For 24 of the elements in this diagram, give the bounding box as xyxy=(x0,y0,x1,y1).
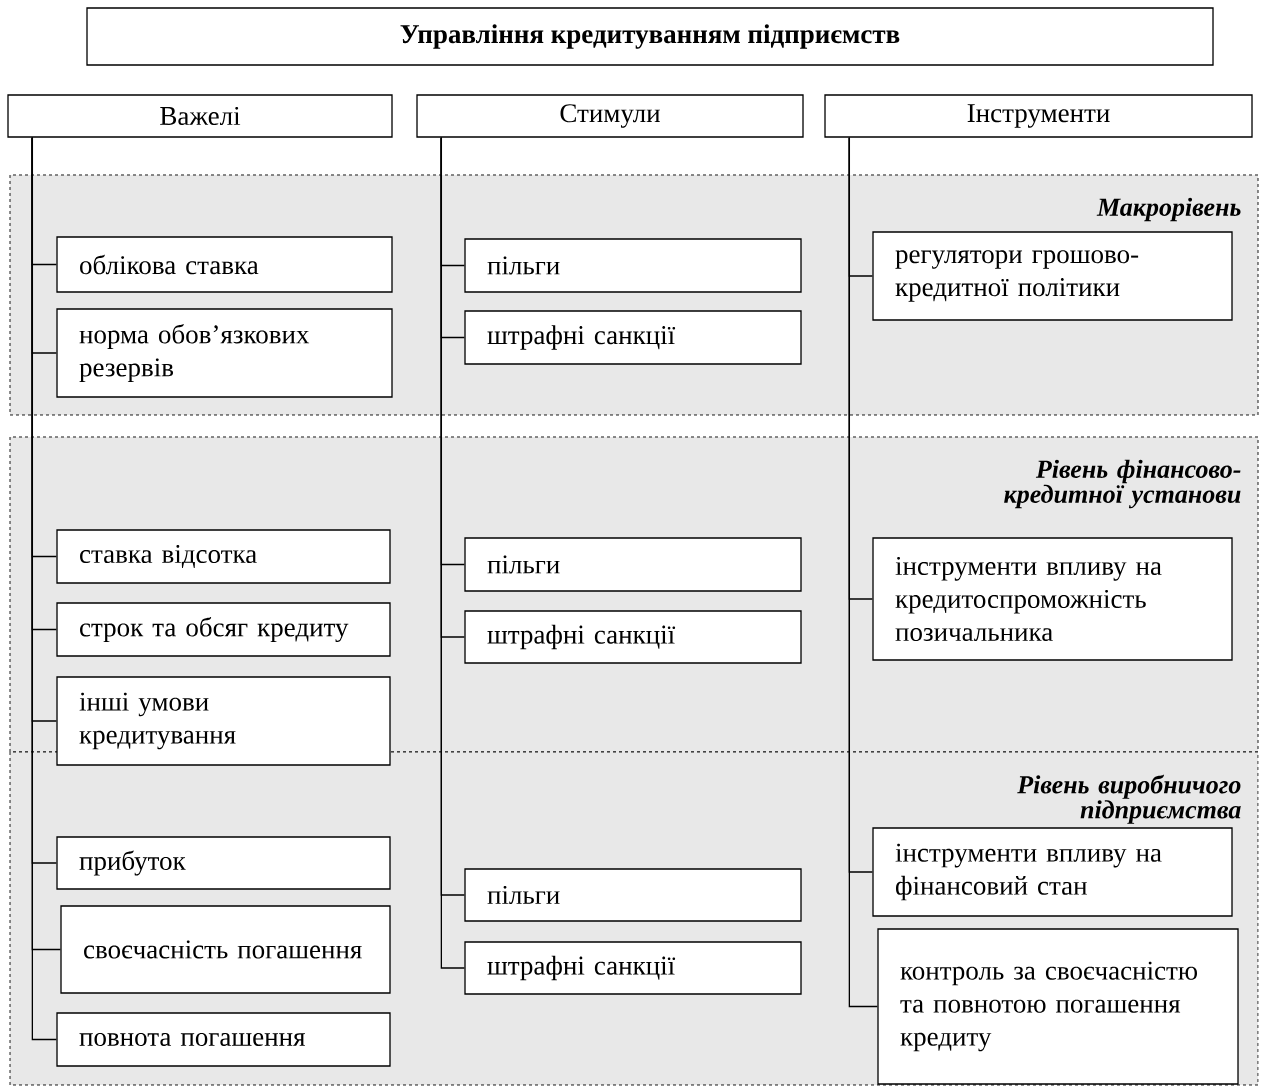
item-box: прибуток xyxy=(56,836,391,890)
item-box: інші умови кредитування xyxy=(56,676,391,766)
item-box: інструменти впливу на фінансовий стан xyxy=(872,827,1233,917)
item-box: регулятори грошово-кредитної політики xyxy=(872,231,1233,321)
category-box: Інструменти xyxy=(824,94,1253,138)
item-box: штрафні санкції xyxy=(464,610,802,664)
item-box: контроль за своєчасністю та повнотою погашення кредиту xyxy=(877,928,1239,1085)
item-box: повнота погашення xyxy=(56,1012,391,1067)
item-box: штрафні санкції xyxy=(464,310,802,365)
category-box: Важелі xyxy=(7,94,393,138)
item-box: штрафні санкції xyxy=(464,941,802,995)
item-box: ставка відсотка xyxy=(56,529,391,584)
item-box: пільги xyxy=(464,868,802,922)
connector-line xyxy=(31,137,57,1041)
item-box: облікова ставка xyxy=(56,236,393,293)
title-box: Управління кредитуванням підприємств xyxy=(86,7,1214,66)
category-box: Стимули xyxy=(416,94,804,138)
connector-line xyxy=(848,137,878,1008)
item-box: строк та обсяг кредиту xyxy=(56,602,391,657)
item-box: пільги xyxy=(464,238,802,293)
item-box: інструменти впливу на кредитоспроможність позичальника xyxy=(872,537,1233,661)
item-box: пільги xyxy=(464,537,802,592)
item-box: своєчасність погашення xyxy=(60,905,391,994)
item-box: норма обов’язкових резервів xyxy=(56,308,393,398)
